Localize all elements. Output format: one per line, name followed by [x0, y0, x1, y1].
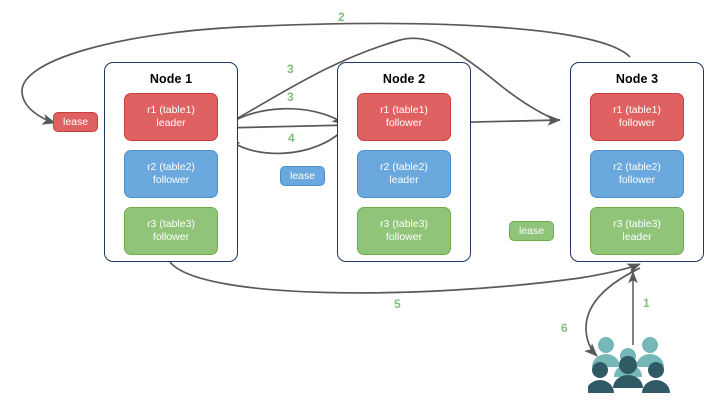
- replica-role: follower: [152, 231, 190, 243]
- node-3[interactable]: Node 3 r1 (table1) follower r2 (table2) …: [570, 62, 704, 262]
- node-3-title: Node 3: [615, 72, 659, 86]
- node-2-title: Node 2: [382, 72, 426, 86]
- lease-label: lease: [290, 170, 316, 182]
- node-1[interactable]: Node 1 r1 (table1) leader r2 (table2) fo…: [104, 62, 238, 262]
- edge-label-1: 1: [643, 296, 650, 310]
- lease-badge-blue[interactable]: lease: [280, 166, 326, 186]
- replica-role: follower: [385, 231, 423, 243]
- replica-role: follower: [385, 117, 423, 129]
- replica-role: follower: [152, 174, 190, 186]
- node-3-replica-r1[interactable]: r1 (table1) follower: [590, 93, 684, 141]
- replica-id: r3 (table3): [147, 218, 195, 230]
- replica-id: r2 (table2): [147, 161, 195, 173]
- replica-role: leader: [389, 174, 419, 186]
- lease-badge-red[interactable]: lease: [53, 112, 99, 132]
- node-1-replica-r2[interactable]: r2 (table2) follower: [124, 150, 218, 198]
- users-front-row: [588, 356, 670, 393]
- lease-label: lease: [519, 225, 545, 237]
- edge-label-2: 2: [338, 10, 345, 24]
- node-2-replica-r2[interactable]: r2 (table2) leader: [357, 150, 451, 198]
- node-2[interactable]: Node 2 r1 (table1) follower r2 (table2) …: [337, 62, 471, 262]
- edge-label-3-lower: 3: [287, 90, 294, 104]
- node-1-title: Node 1: [149, 72, 193, 86]
- node-1-replica-r3[interactable]: r3 (table3) follower: [124, 207, 218, 255]
- node-2-replica-r1[interactable]: r1 (table1) follower: [357, 93, 451, 141]
- edge-label-3-upper: 3: [287, 62, 294, 76]
- node-3-replica-r3[interactable]: r3 (table3) leader: [590, 207, 684, 255]
- edge-3-lower-path: [221, 107, 346, 130]
- replica-id: r2 (table2): [380, 161, 428, 173]
- replica-id: r2 (table2): [613, 161, 661, 173]
- replica-id: r1 (table1): [380, 104, 428, 116]
- replica-id: r3 (table3): [380, 218, 428, 230]
- replica-role: leader: [156, 117, 186, 129]
- replica-role: leader: [622, 231, 652, 243]
- users-group-icon: [588, 337, 670, 393]
- edge-5-path: [169, 261, 641, 294]
- replica-role: follower: [618, 174, 656, 186]
- replica-id: r3 (table3): [613, 218, 661, 230]
- replica-id: r1 (table1): [613, 104, 661, 116]
- edge-4-path: [227, 127, 346, 155]
- replica-id: r1 (table1): [147, 104, 195, 116]
- replica-role: follower: [618, 117, 656, 129]
- node-3-replica-r2[interactable]: r2 (table2) follower: [590, 150, 684, 198]
- edge-label-4: 4: [288, 131, 295, 145]
- edge-label-6: 6: [561, 321, 568, 335]
- lease-label: lease: [63, 116, 89, 128]
- node-2-replica-r3[interactable]: r3 (table3) follower: [357, 207, 451, 255]
- node-1-replica-r1[interactable]: r1 (table1) leader: [124, 93, 218, 141]
- lease-badge-green[interactable]: lease: [509, 221, 555, 241]
- edge-label-5: 5: [394, 297, 401, 311]
